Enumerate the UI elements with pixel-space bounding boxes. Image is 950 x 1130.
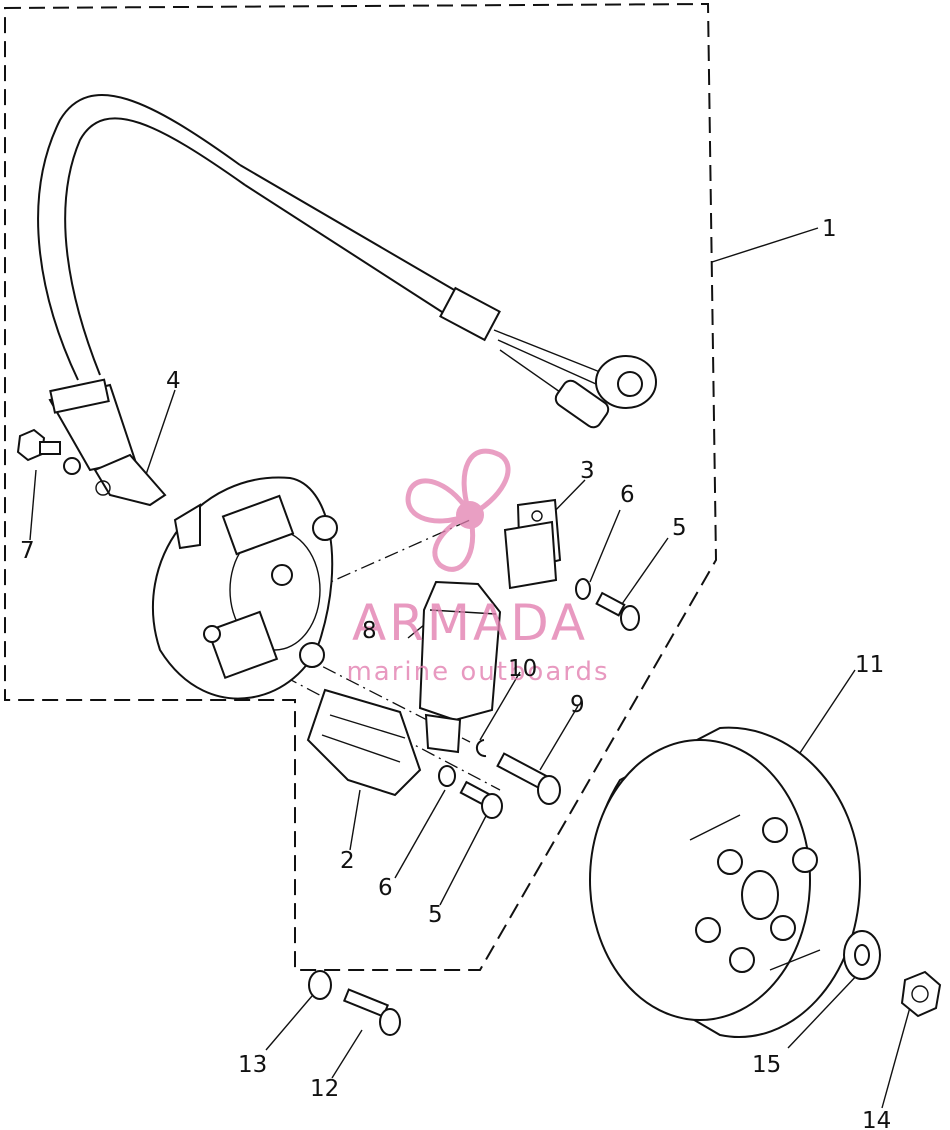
label-part-6-upper: 6	[620, 482, 635, 508]
screw-12	[342, 988, 401, 1036]
washer-6-lower	[438, 765, 456, 787]
coil-unit-3	[503, 498, 562, 590]
part-labels: 1 2 3 4 5 5 6 6 7 8 9 10 11 12 13 14 15	[20, 216, 891, 1130]
watermark-tagline: marine outboards	[346, 657, 609, 687]
cable-clamp	[93, 453, 167, 507]
watermark-brand: ARMADA	[352, 594, 588, 652]
bolt-7	[16, 428, 81, 475]
label-part-11: 11	[855, 652, 884, 678]
stator-base-plate	[151, 476, 338, 700]
clip-10	[475, 739, 487, 758]
label-part-14: 14	[862, 1108, 891, 1130]
nut-14	[900, 970, 942, 1018]
armada-watermark: ARMADA marine outboards	[346, 448, 609, 687]
label-part-4: 4	[166, 368, 181, 394]
flywheel-11	[589, 726, 862, 1038]
pulser-coil-8	[418, 580, 502, 754]
label-part-13: 13	[238, 1052, 267, 1078]
label-part-2: 2	[340, 848, 355, 874]
label-part-3: 3	[580, 458, 595, 484]
charge-coil-2	[306, 688, 422, 797]
washer-6-upper	[575, 578, 591, 600]
label-part-10: 10	[508, 656, 537, 682]
label-part-12: 12	[310, 1076, 339, 1102]
label-part-15: 15	[752, 1052, 781, 1078]
washer-13	[308, 970, 332, 1000]
screw-9	[496, 752, 561, 805]
harness-cable	[37, 94, 657, 472]
washer-15	[843, 930, 881, 980]
propeller-logo-icon	[405, 448, 511, 572]
label-part-5-upper: 5	[672, 515, 687, 541]
label-part-1: 1	[822, 216, 837, 242]
label-part-9: 9	[570, 692, 585, 718]
label-part-7: 7	[20, 538, 35, 564]
label-part-8: 8	[362, 618, 377, 644]
label-part-5-lower: 5	[428, 902, 443, 928]
assembly-boundary-dashed	[4, 2, 718, 971]
label-part-6-lower: 6	[378, 875, 393, 901]
screw-5-upper	[595, 591, 640, 631]
screw-5-lower	[459, 780, 503, 819]
